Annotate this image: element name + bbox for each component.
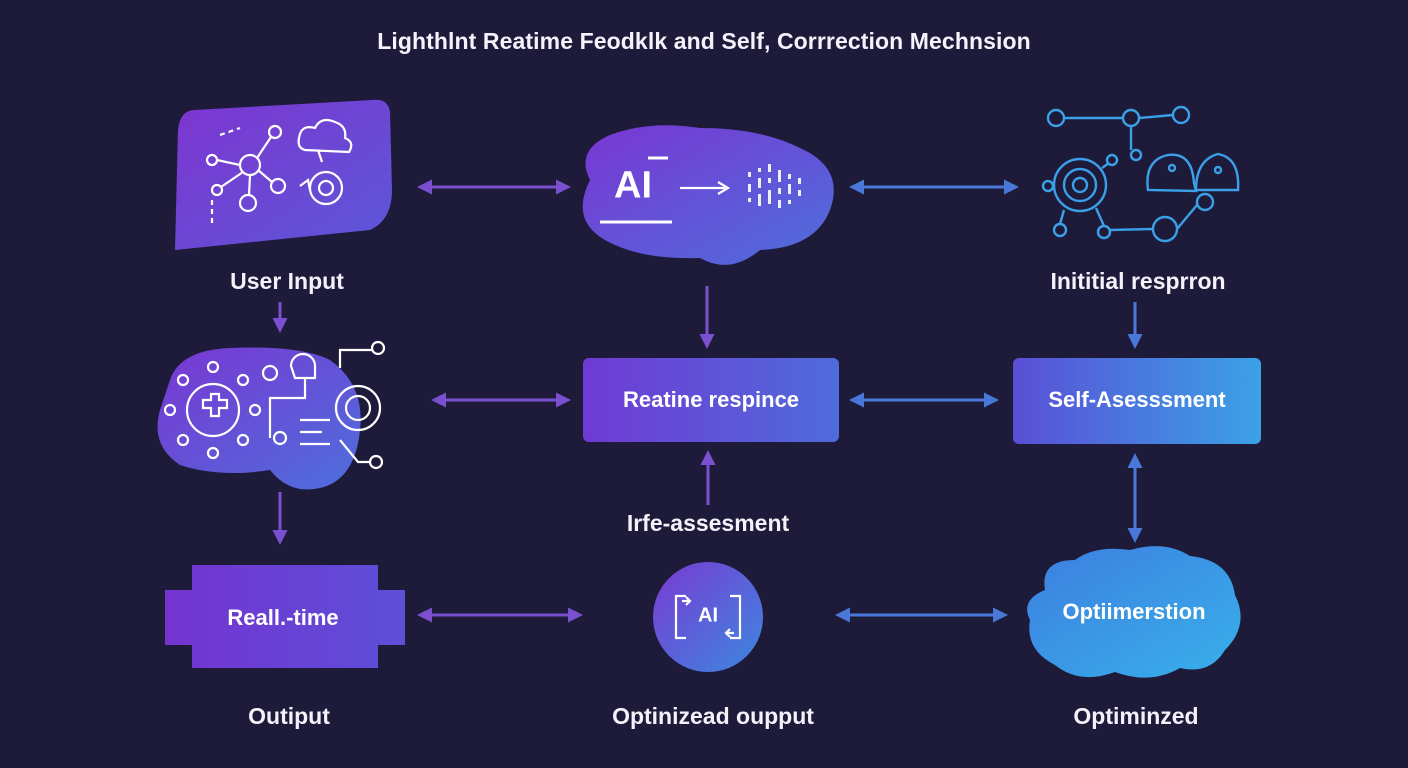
ai-core-shape bbox=[582, 125, 834, 265]
optimization-text: Optiimerstion bbox=[1062, 599, 1206, 624]
realtime-response-text: Reatine respince bbox=[622, 387, 800, 412]
connector-arrows bbox=[272, 179, 1143, 623]
optimized-output-label: Optinizead oupput bbox=[612, 703, 814, 729]
ai-bracket-icon bbox=[674, 594, 742, 640]
optimized-label: Optiminzed bbox=[1073, 703, 1199, 729]
initial-response-label: Inititial resprron bbox=[1050, 268, 1226, 294]
re-assessment-label: Irfe-assesment bbox=[626, 510, 790, 536]
optimization-cloud-shape bbox=[1027, 546, 1241, 678]
ai-signal-icon bbox=[680, 164, 801, 208]
network-cloud-icon bbox=[205, 118, 353, 225]
output-label: Outiput bbox=[248, 703, 330, 729]
network-people-icon bbox=[1041, 105, 1240, 243]
self-assessment-box bbox=[1013, 358, 1261, 444]
user-input-label: User Input bbox=[230, 268, 344, 294]
self-assessment-text: Self-Asesssment bbox=[1048, 387, 1226, 412]
user-input-shape bbox=[175, 99, 392, 250]
ai-circle-shape bbox=[653, 562, 763, 672]
circuit-gear-icon bbox=[163, 340, 386, 470]
diagram-title: Lighthlnt Reatime Feodklk and Self, Corr… bbox=[377, 28, 1031, 54]
ai-core-badge: AI bbox=[614, 164, 652, 207]
ai-circle-badge: AI bbox=[698, 604, 718, 627]
realtime-shape bbox=[165, 565, 405, 668]
realtime-text: Reall.-time bbox=[227, 605, 339, 630]
realtime-response-box bbox=[583, 358, 839, 442]
